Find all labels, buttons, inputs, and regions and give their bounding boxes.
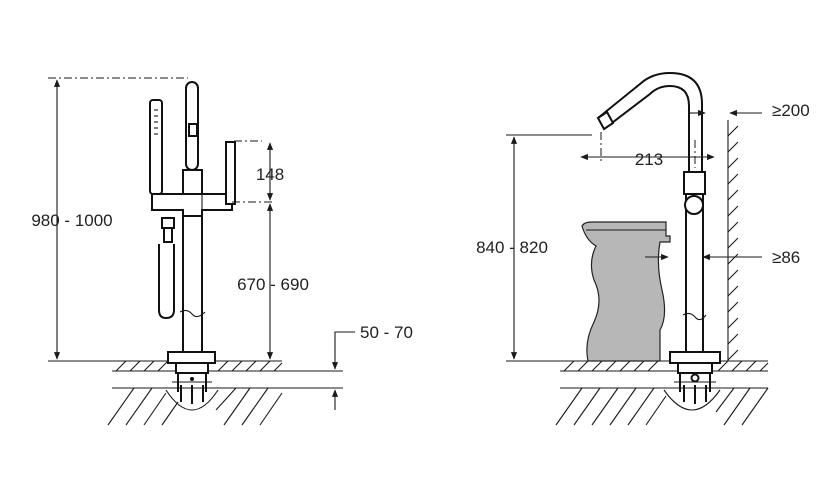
left-floor-mount — [167, 351, 216, 404]
left-dim-handle-height: 670 - 690 — [237, 275, 309, 294]
left-hand-shower — [149, 99, 175, 320]
left-dim-total-height: 980 - 1000 — [31, 211, 112, 230]
right-dim-spout-reach: 213 — [635, 150, 663, 169]
right-dim-spout-height: 840 - 820 — [476, 238, 548, 257]
left-riser — [179, 210, 206, 352]
right-dim-tub-clearance: ≥86 — [772, 248, 800, 267]
left-floor — [107, 360, 283, 426]
right-spout-assembly — [596, 71, 707, 352]
right-view: ≥200 213 840 - 820 ≥86 — [476, 71, 810, 426]
left-dim-handle-offset: 148 — [256, 165, 284, 184]
left-dim-floor-depth: 50 - 70 — [360, 323, 413, 342]
left-view: 980 - 1000 148 670 - 690 50 - 70 — [31, 77, 413, 426]
left-dim-floor-label-leader — [334, 331, 355, 347]
right-floor-mount — [669, 351, 721, 404]
left-upper-pillar — [182, 81, 203, 195]
right-bathtub — [581, 221, 671, 362]
left-control-body — [151, 141, 236, 217]
right-dim-wall-clearance: ≥200 — [772, 101, 810, 120]
right-wall — [727, 120, 739, 361]
right-floor — [555, 360, 769, 426]
